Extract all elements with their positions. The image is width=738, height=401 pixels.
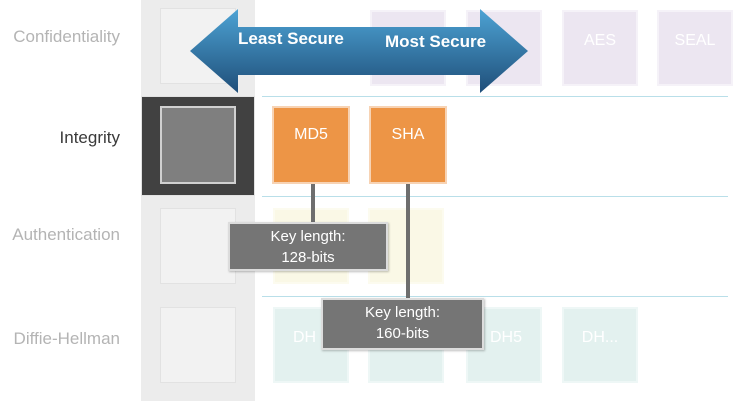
integrity-tile-sha[interactable]: SHA xyxy=(369,106,447,184)
double-arrow-icon xyxy=(190,9,528,93)
integrity-tile-md5[interactable]: MD5 xyxy=(272,106,350,184)
integrity-box[interactable] xyxy=(160,106,236,184)
authentication-box[interactable] xyxy=(160,208,236,284)
row-label-authentication[interactable]: Authentication xyxy=(12,225,120,244)
confidentiality-tile-seal: SEAL xyxy=(657,10,733,86)
row-label-diffie-hellman[interactable]: Diffie-Hellman xyxy=(13,329,120,348)
dh-tile-more: DH... xyxy=(562,307,638,383)
least-secure-label: Least Secure xyxy=(238,29,344,48)
sha-key-length-callout: Key length: 160-bits xyxy=(321,298,484,350)
most-secure-label: Most Secure xyxy=(385,32,487,51)
confidentiality-tile-aes: AES xyxy=(562,10,638,86)
row-divider xyxy=(262,96,728,97)
md5-connector xyxy=(311,184,315,224)
row-divider xyxy=(262,296,728,297)
callout-line: Key length: xyxy=(364,304,441,321)
diffie-hellman-box[interactable] xyxy=(160,307,236,383)
sha-connector xyxy=(406,184,410,300)
row-divider xyxy=(262,196,728,197)
row-label-integrity[interactable]: Integrity xyxy=(59,128,120,147)
callout-line: 160-bits xyxy=(375,325,430,342)
callout-line: 128-bits xyxy=(281,249,335,266)
row-label-confidentiality[interactable]: Confidentiality xyxy=(13,27,120,46)
callout-line: Key length: xyxy=(270,228,346,245)
md5-key-length-callout: Key length: 128-bits xyxy=(228,222,388,271)
